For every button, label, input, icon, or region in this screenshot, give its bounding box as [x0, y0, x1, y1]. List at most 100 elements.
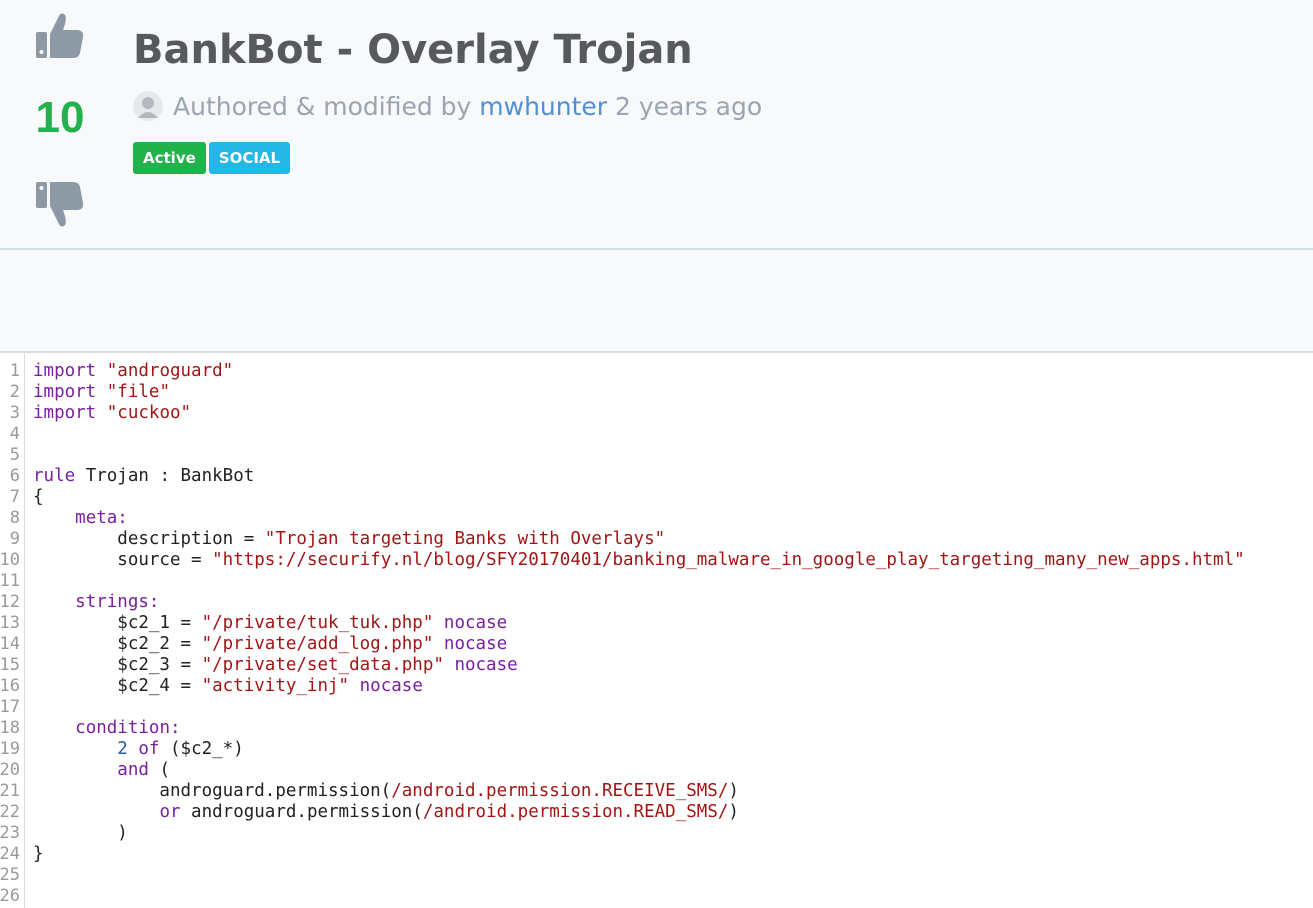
- code-token: Trojan : BankBot: [75, 466, 255, 486]
- code-token: [349, 676, 360, 696]
- code-line: [33, 865, 1245, 886]
- code-token: "/private/set_data.php": [201, 655, 444, 675]
- line-number: 12: [0, 592, 20, 612]
- vote-score: 10: [35, 93, 85, 142]
- code-token: nocase: [454, 655, 518, 675]
- code-line: $c2_3 = "/private/set_data.php" nocase: [33, 655, 1245, 676]
- code-token: [96, 382, 107, 402]
- code-token: androguard.permission(: [180, 802, 423, 822]
- code-token: "cuckoo": [106, 403, 192, 423]
- code-token: and: [117, 760, 149, 780]
- code-line: [33, 697, 1245, 718]
- byline: Authored & modified by mwhunter 2 years …: [133, 88, 762, 128]
- line-number: 8: [9, 508, 20, 528]
- code-token: "activity_inj": [201, 676, 350, 696]
- thumbs-up-icon[interactable]: [34, 10, 86, 62]
- line-number: 2: [9, 382, 20, 402]
- code-content[interactable]: import "androguard"import "file"import "…: [33, 361, 1245, 907]
- code-token: ): [33, 823, 128, 843]
- user-avatar-icon: [133, 91, 163, 121]
- code-line: meta:: [33, 508, 1245, 529]
- code-token: [33, 718, 75, 738]
- line-number: 7: [9, 487, 20, 507]
- line-number: 10: [0, 550, 20, 570]
- code-token: "/private/add_log.php": [201, 634, 434, 654]
- code-token: import: [33, 361, 97, 381]
- code-line: $c2_2 = "/private/add_log.php" nocase: [33, 634, 1245, 655]
- thumbs-down-icon[interactable]: [34, 178, 86, 230]
- code-line: import "file": [33, 382, 1245, 403]
- line-number: 5: [9, 445, 20, 465]
- code-token: [96, 403, 107, 423]
- line-number: 19: [0, 739, 20, 759]
- line-number: 24: [0, 844, 20, 864]
- code-token: [33, 592, 75, 612]
- code-token: [128, 739, 139, 759]
- code-token: meta:: [75, 508, 128, 528]
- code-line: description = "Trojan targeting Banks wi…: [33, 529, 1245, 550]
- code-token: strings:: [75, 592, 160, 612]
- code-line: condition:: [33, 718, 1245, 739]
- code-token: }: [33, 844, 44, 864]
- author-link[interactable]: mwhunter: [479, 92, 608, 121]
- code-token: $c2_1 =: [33, 613, 202, 633]
- code-token: condition:: [75, 718, 181, 738]
- status-badge[interactable]: Active: [133, 142, 206, 174]
- line-number: 11: [0, 571, 20, 591]
- code-token: $c2_4 =: [33, 676, 202, 696]
- code-line: rule Trojan : BankBot: [33, 466, 1245, 487]
- code-token: description =: [33, 529, 265, 549]
- page-title: BankBot - Overlay Trojan: [133, 27, 693, 73]
- code-line: [33, 571, 1245, 592]
- code-token: [96, 361, 107, 381]
- line-number: 21: [0, 781, 20, 801]
- line-number: 18: [0, 718, 20, 738]
- line-number: 25: [0, 865, 20, 885]
- byline-prefix: Authored & modified by: [173, 92, 472, 121]
- line-number: 16: [0, 676, 20, 696]
- code-token: source =: [33, 550, 213, 570]
- rule-header: 10 BankBot - Overlay Trojan Authored & m…: [0, 0, 1313, 250]
- code-token: rule: [33, 466, 76, 486]
- code-token: import: [33, 403, 97, 423]
- code-token: nocase: [443, 613, 508, 633]
- category-badge[interactable]: SOCIAL: [208, 142, 291, 174]
- code-line: androguard.permission(/android.permissio…: [33, 781, 1245, 802]
- code-token: [33, 508, 75, 528]
- code-line: [33, 445, 1245, 466]
- line-number: 23: [0, 823, 20, 843]
- code-token: androguard.permission(: [33, 781, 392, 801]
- code-token: ): [728, 802, 739, 822]
- line-number: 1: [9, 361, 20, 381]
- code-line: or androguard.permission(/android.permis…: [33, 802, 1245, 823]
- code-token: import: [33, 382, 97, 402]
- code-line: import "androguard": [33, 361, 1245, 382]
- code-token: 2: [117, 739, 128, 759]
- code-token: [33, 802, 159, 822]
- code-token: "https://securify.nl/blog/SFY20170401/ba…: [212, 550, 1245, 570]
- code-line: [33, 886, 1245, 907]
- code-token: $c2_2 =: [33, 634, 202, 654]
- code-line: source = "https://securify.nl/blog/SFY20…: [33, 550, 1245, 571]
- code-line: {: [33, 487, 1245, 508]
- line-number: 17: [0, 697, 20, 717]
- line-number: 13: [0, 613, 20, 633]
- line-number: 22: [0, 802, 20, 822]
- code-token: nocase: [443, 634, 508, 654]
- code-line: $c2_1 = "/private/tuk_tuk.php" nocase: [33, 613, 1245, 634]
- code-line: import "cuckoo": [33, 403, 1245, 424]
- code-line: strings:: [33, 592, 1245, 613]
- code-token: or: [159, 802, 181, 822]
- code-token: "androguard": [106, 361, 234, 381]
- code-token: /android.permission.READ_SMS/: [422, 802, 729, 822]
- code-token: $c2_3 =: [33, 655, 202, 675]
- code-line: ): [33, 823, 1245, 844]
- code-token: of: [138, 739, 160, 759]
- line-number: 9: [9, 529, 20, 549]
- line-number: 26: [0, 886, 20, 906]
- code-token: [33, 739, 117, 759]
- toolbar-area: [0, 250, 1313, 353]
